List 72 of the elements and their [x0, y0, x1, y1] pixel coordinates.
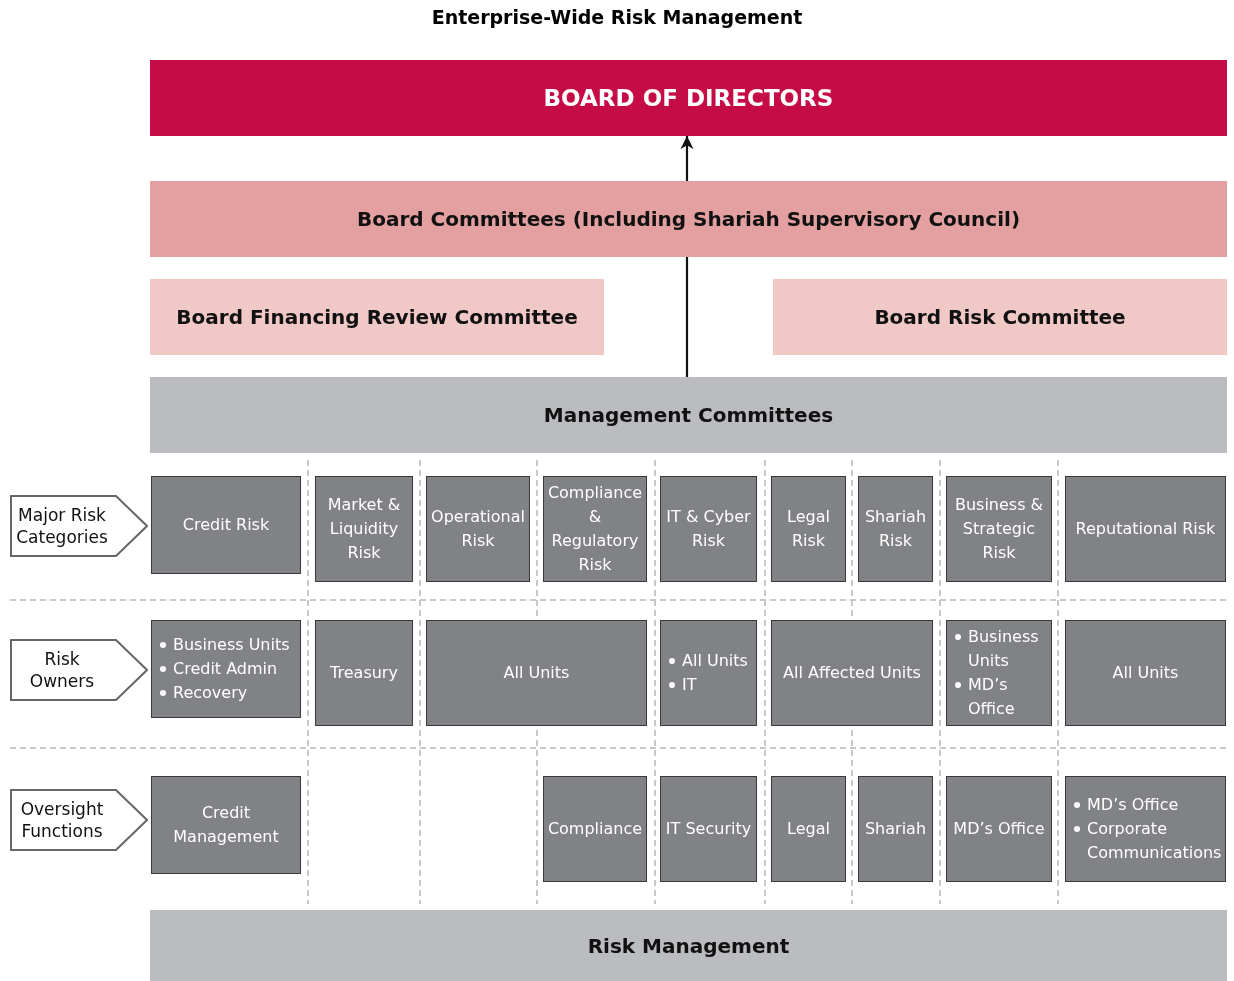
list-item: Corporate Communications	[1087, 818, 1223, 864]
box-label: IT & Cyber Risk	[665, 506, 752, 552]
risk-box	[771, 620, 933, 726]
risk-box	[426, 476, 530, 582]
risk-box	[151, 476, 301, 574]
committee-box	[773, 279, 1227, 355]
risk-box	[660, 476, 757, 582]
risk-box	[151, 620, 301, 718]
list-item: All Units	[682, 650, 748, 672]
list-item: MD’s Office	[968, 674, 1016, 720]
risk-box	[543, 776, 647, 882]
box-label: All Affected Units	[783, 662, 921, 684]
risk-box	[858, 476, 933, 582]
risk-box	[660, 776, 757, 882]
row-label-arrow	[10, 789, 148, 851]
risk-box	[660, 620, 757, 726]
box-label: Business & Strategic Risk	[953, 494, 1045, 564]
diagram-title: Enterprise-Wide Risk Management	[430, 6, 804, 28]
band-title: Board Risk Committee	[874, 305, 1126, 329]
list-item: Recovery	[173, 682, 248, 704]
box-label: Legal Risk	[786, 506, 831, 552]
risk-box	[1065, 620, 1226, 726]
board-banner	[150, 60, 1227, 136]
risk-box	[1065, 776, 1226, 882]
box-label: Credit Risk	[182, 514, 270, 536]
box-label: Major Risk Categories	[15, 504, 109, 548]
box-label: Treasury	[330, 662, 398, 684]
box-label: MD’s Office	[953, 818, 1045, 840]
risk-box	[858, 776, 933, 882]
box-label: Credit Management	[172, 802, 280, 848]
list-item: MD’s Office	[1087, 794, 1179, 816]
band-title: Risk Management	[587, 933, 790, 958]
connector-line	[685, 257, 689, 377]
committee-band	[150, 910, 1227, 981]
box-label: Reputational Risk	[1075, 518, 1216, 540]
risk-box	[946, 620, 1052, 726]
committee-band	[150, 377, 1227, 453]
band-title: BOARD OF DIRECTORS	[543, 85, 834, 111]
box-label: Operational Risk	[430, 506, 526, 552]
risk-box	[315, 476, 413, 582]
risk-box	[151, 776, 301, 874]
risk-box	[543, 476, 647, 582]
box-label: Compliance & Regulatory Risk	[546, 482, 644, 576]
arrow	[680, 136, 694, 181]
row-label-arrow	[10, 639, 148, 701]
box-label: Legal	[787, 818, 830, 840]
box-label: All Units	[503, 662, 570, 684]
list-item: IT	[682, 674, 697, 696]
box-label: All Units	[1112, 662, 1179, 684]
risk-box	[1065, 476, 1226, 582]
band-title: Board Committees (Including Shariah Supervisory Council)	[356, 207, 1021, 231]
box-label: IT Security	[665, 818, 752, 840]
band-title: Management Committees	[543, 403, 834, 427]
list-item: Business Units	[968, 626, 1040, 672]
risk-box	[315, 620, 413, 726]
box-label: Compliance	[547, 818, 643, 840]
risk-box	[426, 620, 647, 726]
box-label: Shariah Risk	[863, 506, 928, 552]
risk-box	[771, 476, 846, 582]
risk-box	[946, 776, 1052, 882]
committee-box	[150, 279, 604, 355]
box-label: Oversight Functions	[19, 798, 105, 842]
list-item: Business Units	[173, 634, 290, 656]
box-label: Shariah	[864, 818, 927, 840]
row-label-arrow	[10, 495, 148, 557]
box-label: Risk Owners	[28, 648, 96, 692]
list-item: Credit Admin	[173, 658, 278, 680]
risk-box	[771, 776, 846, 882]
committee-band	[150, 181, 1227, 257]
band-title: Board Financing Review Committee	[176, 305, 578, 329]
risk-box	[946, 476, 1052, 582]
box-label: Market & Liquidity Risk	[326, 494, 402, 564]
